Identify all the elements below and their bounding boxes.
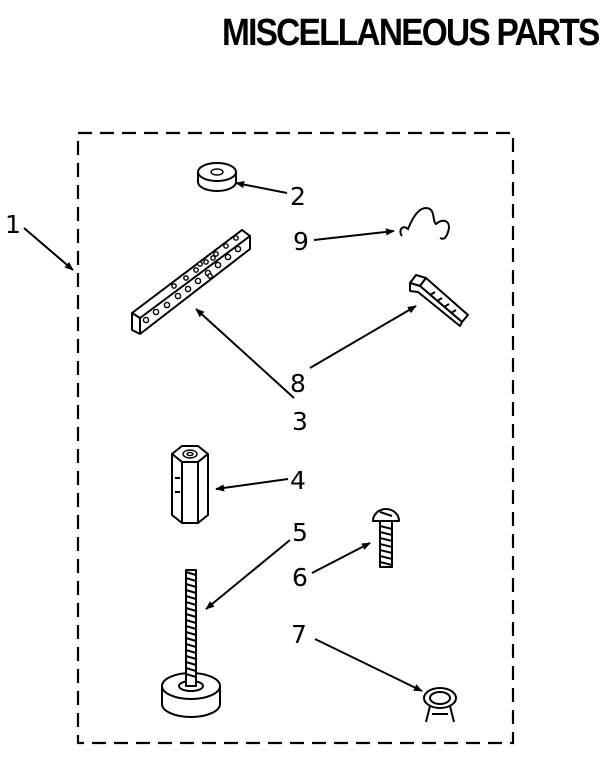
callout-3: 3 bbox=[292, 407, 308, 436]
screw-part bbox=[372, 508, 400, 568]
washer-part bbox=[197, 162, 237, 192]
callout-2: 2 bbox=[290, 182, 306, 211]
callout-4: 4 bbox=[290, 466, 306, 495]
leader-lines bbox=[23, 181, 423, 692]
hex-spacer-part bbox=[171, 445, 209, 524]
clip-part bbox=[409, 274, 469, 327]
bracket-plate-part bbox=[131, 229, 251, 335]
callout-5: 5 bbox=[292, 518, 308, 547]
wire-hook-part bbox=[399, 206, 450, 240]
callout-6: 6 bbox=[292, 563, 308, 592]
hose-clamp-part bbox=[423, 687, 457, 723]
callout-9: 9 bbox=[293, 227, 309, 256]
leveling-bolt-part bbox=[161, 569, 221, 718]
callout-7: 7 bbox=[291, 620, 307, 649]
bracket-holes bbox=[142, 235, 242, 324]
kit-boundary bbox=[76, 131, 515, 745]
callout-8: 8 bbox=[290, 369, 306, 398]
callout-1: 1 bbox=[5, 210, 21, 239]
page-title: MISCELLANEOUS PARTS bbox=[222, 12, 600, 54]
